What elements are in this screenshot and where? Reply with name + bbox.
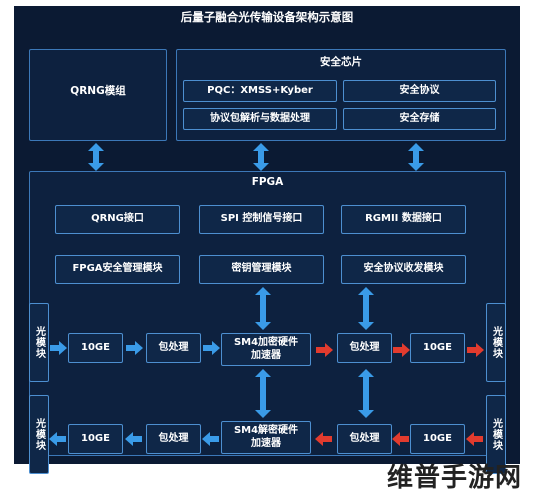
packet-parse-box: 协议包解析与数据处理 — [183, 108, 337, 130]
watermark-text: 维普手游网 — [386, 463, 522, 493]
right-arrow-icon — [126, 341, 143, 355]
right-arrow-icon — [393, 343, 410, 357]
double-arrow-icon — [255, 287, 271, 330]
optical-module-right-top: 光模块 — [486, 303, 506, 382]
diagram-title: 后量子融合光传输设备架构示意图 — [180, 10, 354, 24]
left-arrow-icon — [125, 432, 142, 446]
packet-right-bottom: 包处理 — [337, 424, 392, 454]
double-arrow-icon — [358, 369, 374, 418]
left-arrow-icon — [49, 432, 66, 446]
spi-interface-box: SPI 控制信号接口 — [199, 205, 324, 234]
double-arrow-icon — [88, 143, 104, 171]
qrng-interface-box: QRNG接口 — [55, 205, 180, 234]
10ge-right-top: 10GE — [410, 333, 465, 363]
left-arrow-icon — [392, 432, 409, 446]
10ge-left-bottom: 10GE — [68, 424, 123, 454]
double-arrow-icon — [255, 369, 271, 418]
packet-right-top: 包处理 — [337, 333, 392, 363]
right-arrow-icon — [316, 343, 333, 357]
key-management-box: 密钥管理模块 — [199, 255, 324, 284]
sm4-encrypt-accelerator: SM4加密硬件加速器 — [221, 333, 311, 366]
double-arrow-icon — [408, 143, 424, 171]
right-arrow-icon — [203, 341, 220, 355]
protocol-transceiver-box: 安全协议收发模块 — [341, 255, 466, 284]
optical-module-right-bottom: 光模块 — [486, 395, 506, 474]
qrng-module-label: QRNG模组 — [70, 85, 126, 97]
left-arrow-icon — [466, 432, 483, 446]
double-arrow-icon — [358, 287, 374, 330]
security-chip-title: 安全芯片 — [320, 56, 362, 68]
fpga-title: FPGA — [251, 176, 284, 188]
qrng-module-panel — [29, 49, 167, 141]
right-arrow-icon — [467, 343, 484, 357]
pqc-box: PQC：XMSS+Kyber — [183, 80, 337, 102]
left-arrow-icon — [202, 432, 219, 446]
packet-left-top: 包处理 — [146, 333, 201, 363]
left-arrow-icon — [315, 432, 332, 446]
optical-module-left-bottom: 光模块 — [29, 395, 49, 474]
rgmii-interface-box: RGMII 数据接口 — [341, 205, 466, 234]
fpga-security-mgmt-box: FPGA安全管理模块 — [55, 255, 180, 284]
10ge-left-top: 10GE — [68, 333, 123, 363]
packet-left-bottom: 包处理 — [146, 424, 201, 454]
optical-module-left-top: 光模块 — [29, 303, 49, 382]
security-protocol-box: 安全协议 — [343, 80, 496, 102]
secure-storage-box: 安全存储 — [343, 108, 496, 130]
right-arrow-icon — [50, 341, 67, 355]
double-arrow-icon — [253, 143, 269, 171]
sm4-decrypt-accelerator: SM4解密硬件加速器 — [221, 421, 311, 454]
10ge-right-bottom: 10GE — [410, 424, 465, 454]
